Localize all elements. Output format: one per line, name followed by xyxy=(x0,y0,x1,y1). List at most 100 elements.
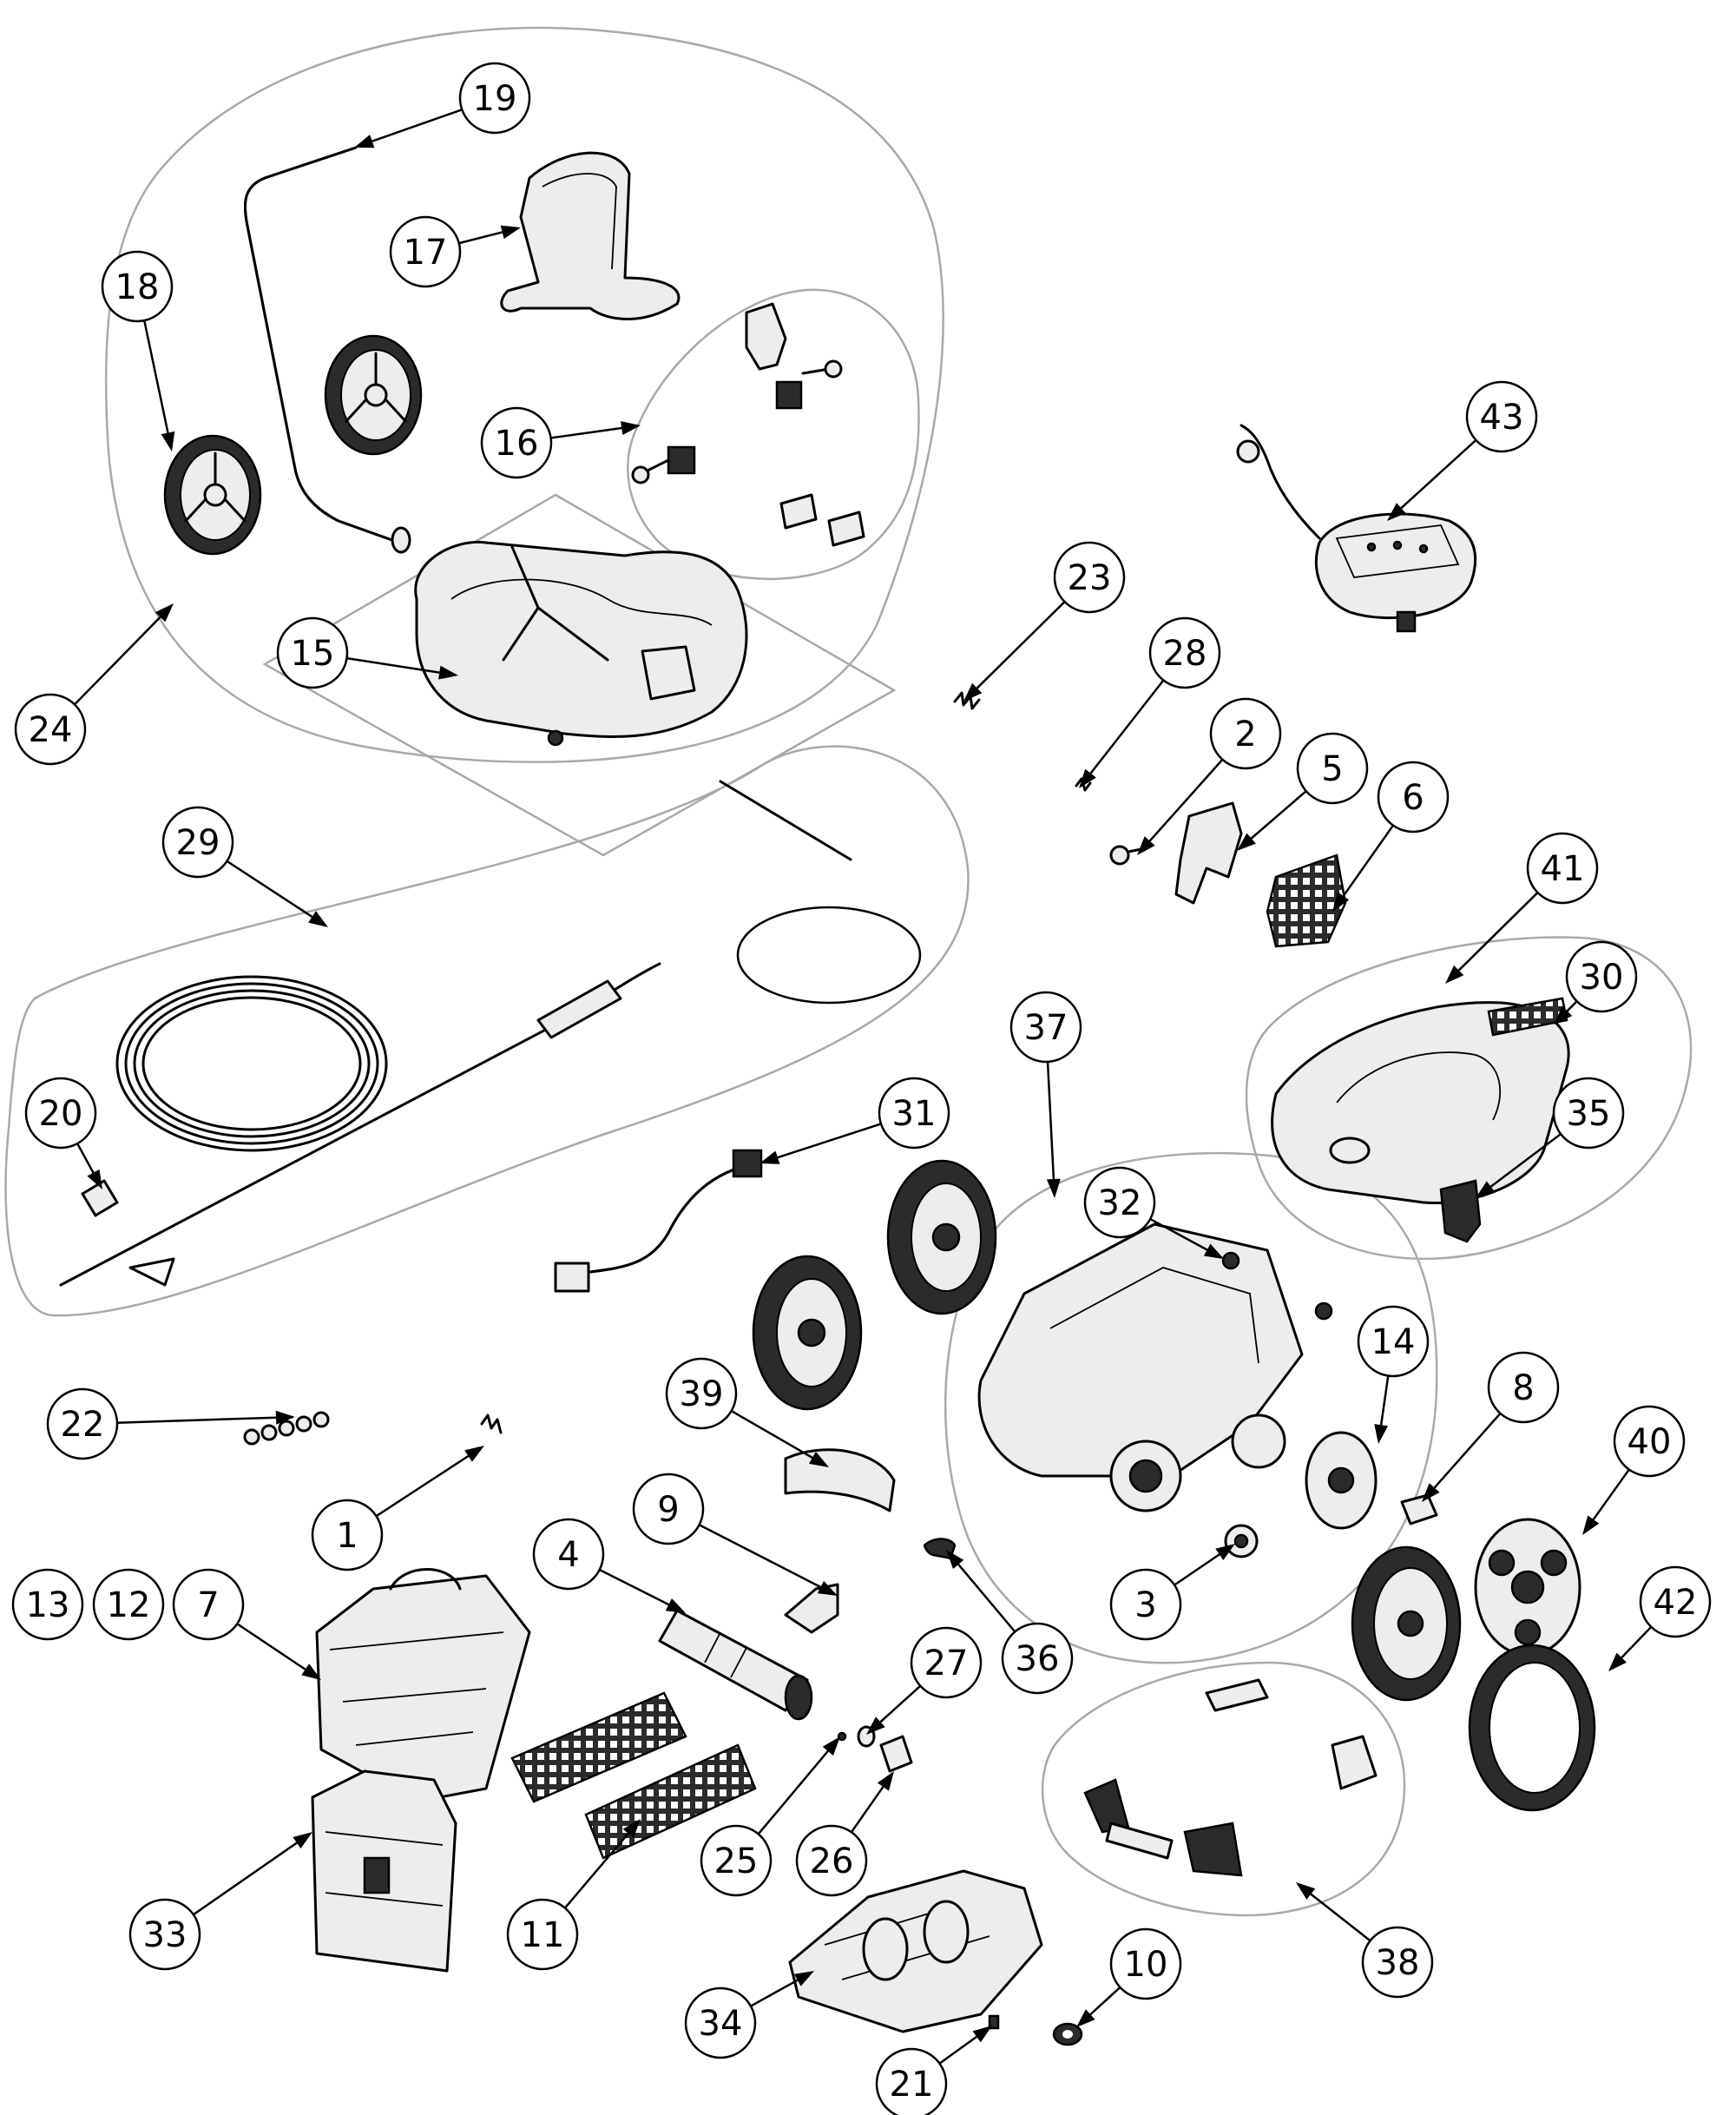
callout-circle xyxy=(1552,1077,1625,1150)
callout-circle xyxy=(14,693,87,766)
callout-circle xyxy=(632,1473,705,1545)
top-cover-part xyxy=(1271,1001,1570,1205)
leader-arrowhead-6 xyxy=(1332,892,1350,912)
comb-part xyxy=(1266,853,1347,948)
callout-number: 10 xyxy=(1124,1945,1168,1985)
callout-25: 25 xyxy=(700,1824,773,1897)
outer-wheel-part xyxy=(1351,1545,1462,1702)
leader-38 xyxy=(1310,1893,1371,1942)
callout-31: 31 xyxy=(878,1077,950,1150)
leader-34 xyxy=(750,1979,799,2007)
leader-6 xyxy=(1342,824,1394,897)
callout-number: 24 xyxy=(29,710,73,750)
callout-circle xyxy=(1148,616,1221,689)
leader-8 xyxy=(1433,1413,1502,1489)
leader-arrowhead-22 xyxy=(275,1410,295,1425)
callout-number: 30 xyxy=(1580,958,1624,998)
callout-34: 34 xyxy=(684,1987,757,2059)
leader-arrowhead-18 xyxy=(161,431,175,451)
callout-number: 18 xyxy=(115,267,160,307)
callout-circle xyxy=(665,1357,738,1430)
filter-panel-top-part xyxy=(510,1691,687,1803)
pin-25-part xyxy=(837,1731,847,1742)
hub-40-part xyxy=(1474,1518,1581,1657)
callout-number: 12 xyxy=(107,1585,151,1625)
group-outline-29 xyxy=(4,745,970,1317)
leader-arrowhead-39 xyxy=(808,1452,829,1467)
motor-block-part xyxy=(788,1869,1043,2033)
callout-number: 17 xyxy=(404,233,448,273)
callout-circle xyxy=(700,1824,773,1897)
callout-8: 8 xyxy=(1487,1351,1560,1424)
motor-cable-part xyxy=(554,1149,763,1293)
group-outline-38 xyxy=(1041,1661,1406,1917)
callout-number: 11 xyxy=(521,1915,565,1955)
leader-arrowhead-31 xyxy=(760,1150,780,1164)
part-callouts: 1917181615242943232825641303537313214202… xyxy=(11,62,1712,2115)
leader-arrowhead-2 xyxy=(1137,836,1155,855)
leader-arrowhead-7 xyxy=(301,1664,321,1680)
screw-21-part xyxy=(988,2014,1000,2030)
callout-circle xyxy=(1613,1405,1686,1478)
leader-23 xyxy=(976,601,1066,689)
leader-arrowhead-23 xyxy=(963,682,983,702)
callout-number: 7 xyxy=(197,1585,219,1625)
callout-number: 21 xyxy=(890,2065,934,2105)
leader-arrowhead-25 xyxy=(822,1736,840,1756)
callout-5: 5 xyxy=(1296,732,1369,805)
drive-wheel-left-part xyxy=(752,1255,863,1411)
leader-1 xyxy=(375,1454,470,1518)
latch-35-part xyxy=(1439,1179,1482,1243)
roller-part xyxy=(658,1609,813,1721)
callout-32: 32 xyxy=(1083,1166,1156,1239)
callout-13: 13 xyxy=(11,1568,84,1641)
callout-circle xyxy=(1053,541,1126,614)
callout-number: 14 xyxy=(1371,1322,1416,1362)
callout-number: 1 xyxy=(336,1516,358,1556)
leader-arrowhead-11 xyxy=(622,1819,641,1838)
gear-14-part xyxy=(1305,1431,1378,1530)
callout-number: 28 xyxy=(1163,634,1207,674)
callout-circle xyxy=(1083,1166,1156,1239)
leader-arrowhead-10 xyxy=(1076,2009,1095,2027)
leader-arrowhead-38 xyxy=(1296,1882,1316,1900)
callout-39: 39 xyxy=(665,1357,738,1430)
drive-wheel-right-part xyxy=(886,1159,997,1315)
leader-15 xyxy=(346,656,440,674)
leader-19 xyxy=(372,109,463,142)
callout-number: 3 xyxy=(1134,1585,1156,1625)
chain-22-part xyxy=(243,1411,330,1446)
leader-36 xyxy=(957,1564,1016,1633)
leader-2 xyxy=(1148,759,1224,842)
callout-circle xyxy=(11,1568,84,1641)
leader-arrowhead-19 xyxy=(354,135,375,148)
callout-number: 32 xyxy=(1098,1183,1142,1223)
callout-circle xyxy=(795,1824,868,1897)
leader-arrowhead-40 xyxy=(1582,1515,1600,1535)
callout-16: 16 xyxy=(480,406,553,479)
spring-1-part xyxy=(480,1413,503,1434)
leader-arrowhead-36 xyxy=(946,1550,964,1569)
leader-arrowhead-15 xyxy=(438,665,458,680)
leader-arrowhead-32 xyxy=(1203,1243,1224,1259)
pin-part xyxy=(1109,845,1143,866)
leader-arrowhead-42 xyxy=(1608,1652,1628,1671)
callout-circle xyxy=(875,2047,948,2115)
clips-38-part xyxy=(1083,1678,1378,1877)
callout-2: 2 xyxy=(1209,697,1282,770)
callout-circle xyxy=(1009,991,1082,1064)
leader-20 xyxy=(76,1143,95,1174)
callout-number: 19 xyxy=(473,79,517,119)
callout-circle xyxy=(389,215,462,288)
callout-26: 26 xyxy=(795,1824,868,1897)
callout-circle xyxy=(1001,1622,1074,1695)
callout-33: 33 xyxy=(128,1898,201,1971)
leader-arrowhead-26 xyxy=(877,1771,894,1791)
leader-arrowhead-4 xyxy=(665,1598,686,1613)
strip-30-part xyxy=(1487,997,1568,1037)
leader-arrowhead-17 xyxy=(500,225,521,240)
leader-10 xyxy=(1089,1987,1121,2016)
callout-circle xyxy=(506,1898,579,1971)
callout-circle xyxy=(128,1898,201,1971)
callout-circle xyxy=(1526,832,1599,905)
